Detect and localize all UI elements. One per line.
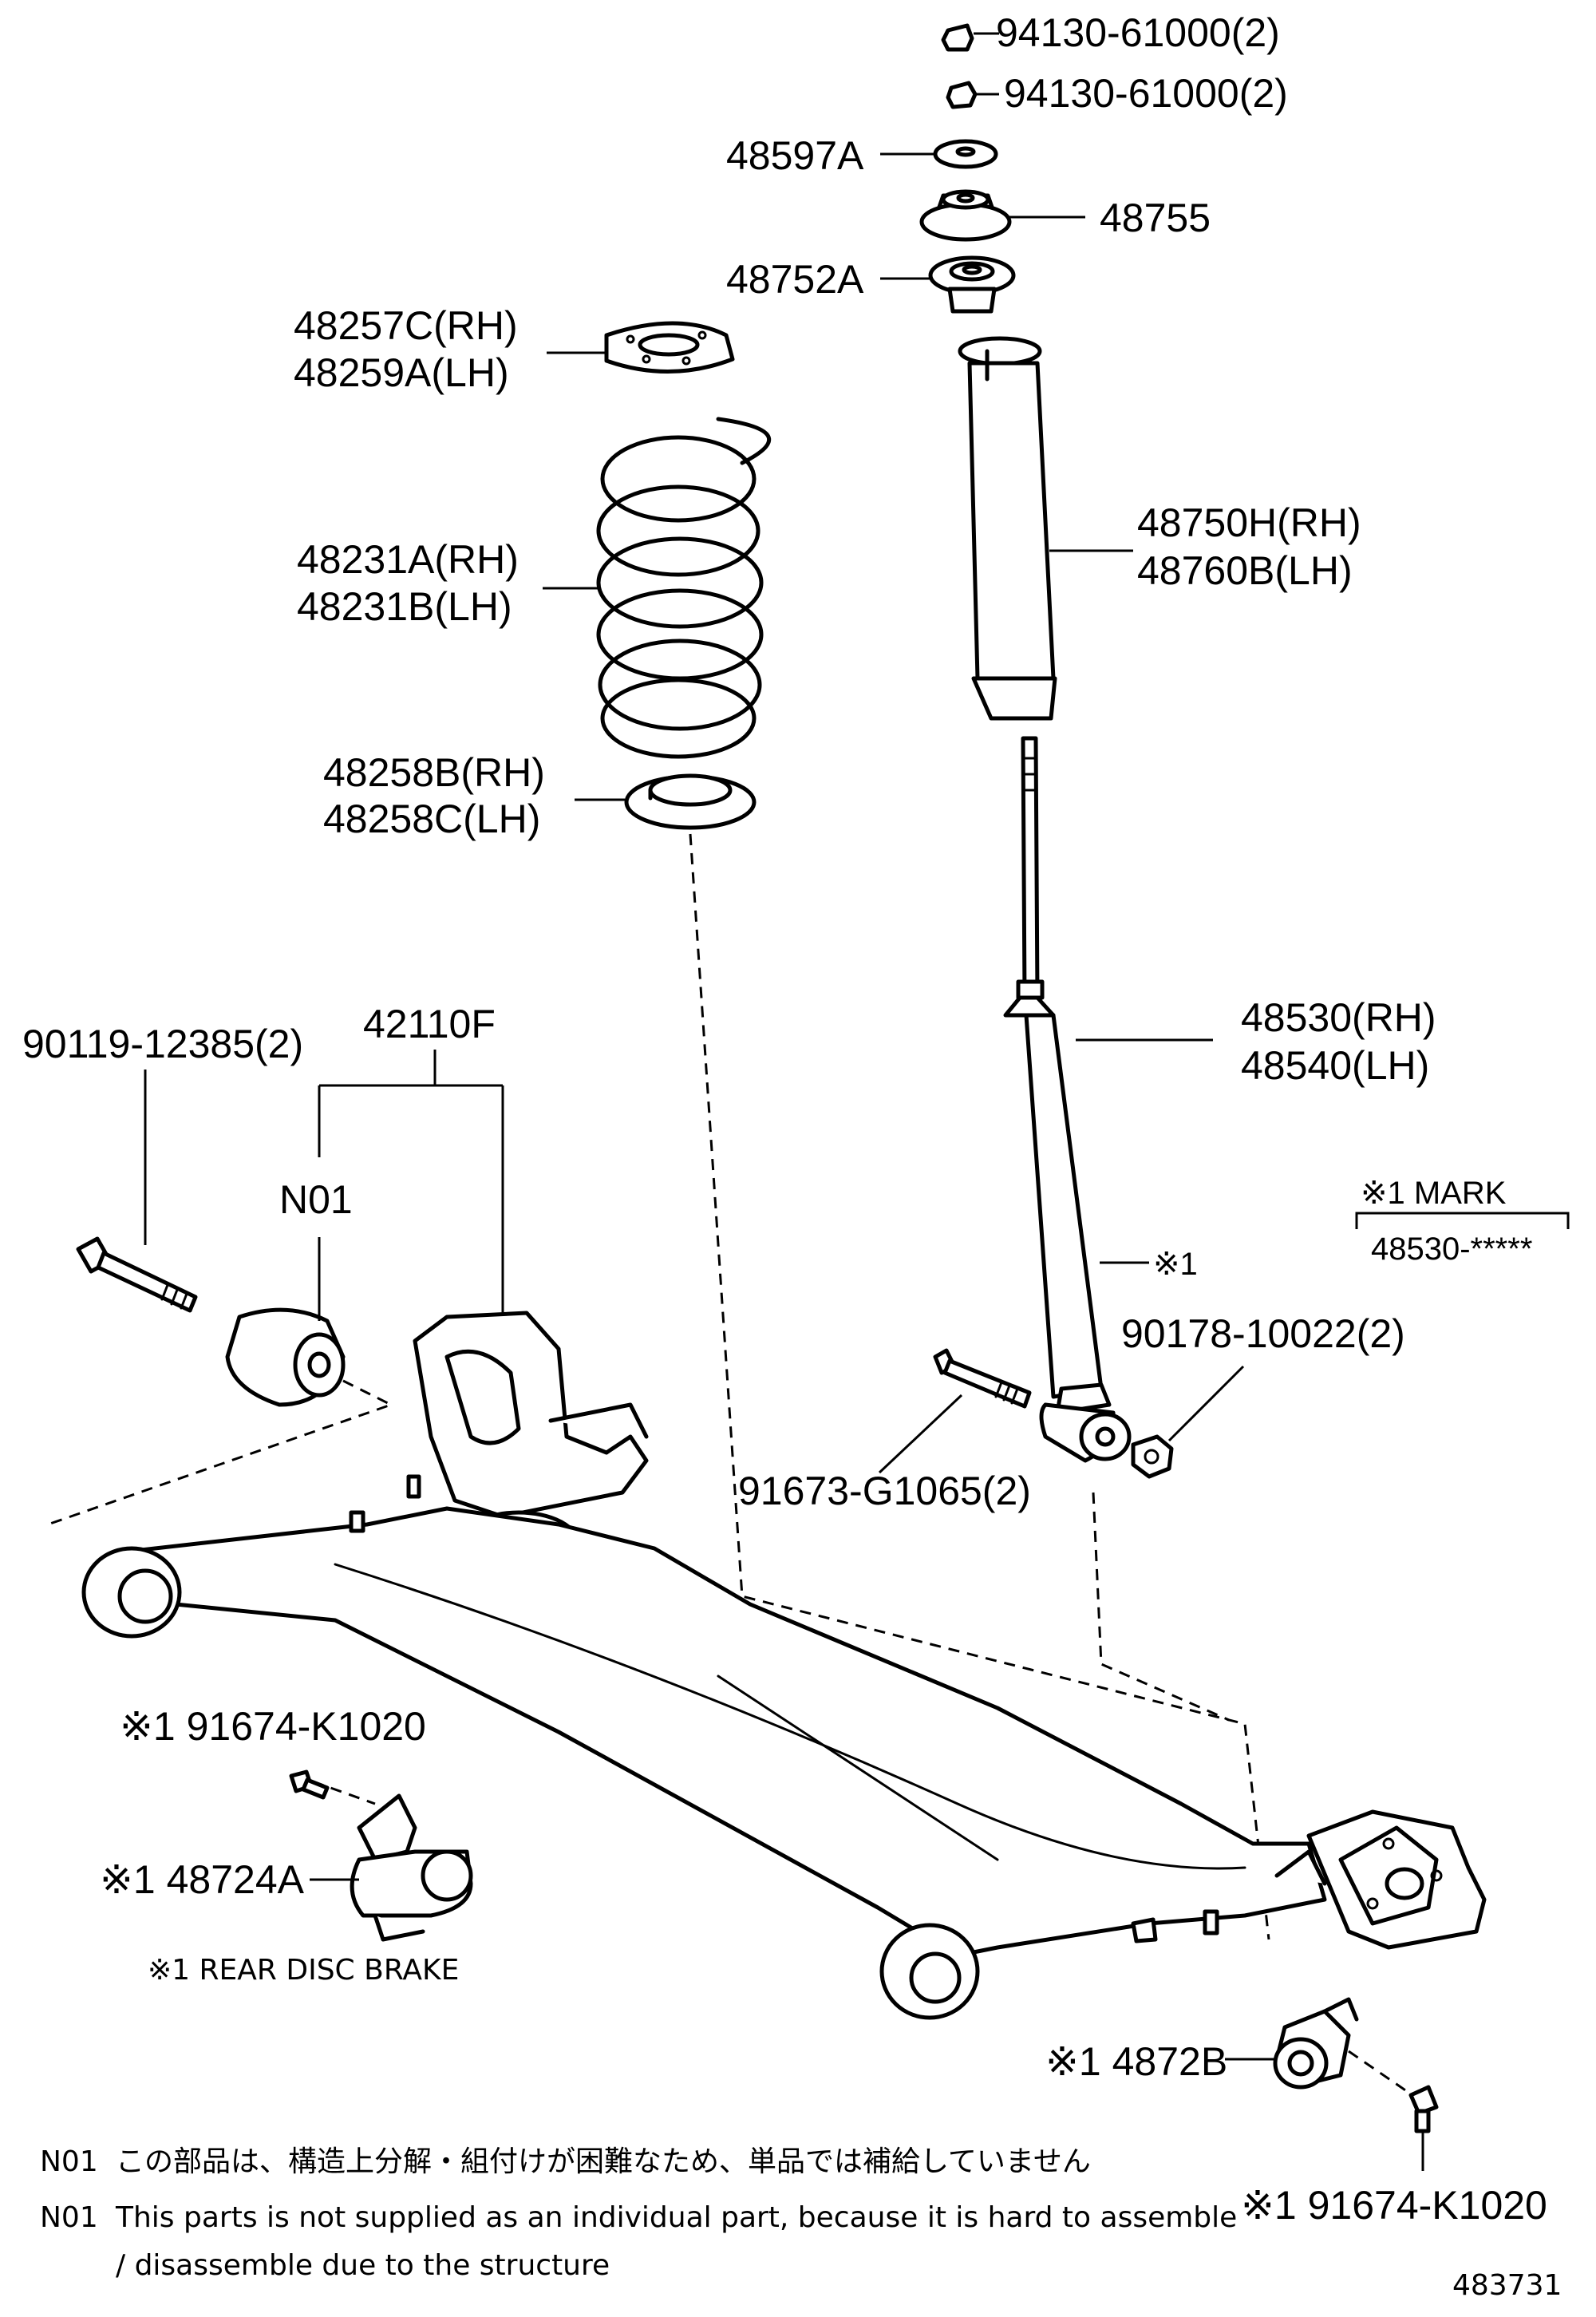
label-nut-top-2: 94130-61000(2): [1004, 71, 1288, 116]
label-absorber-rh: 48530(RH): [1241, 995, 1436, 1040]
label-lower-insulator-lh: 48258C(LH): [323, 797, 540, 841]
label-lower-bolt: 91673-G1065(2): [738, 1469, 1031, 1513]
bushing-icon: [225, 1307, 346, 1407]
label-left-bracket-bolt: ※1 91674-K1020: [120, 1704, 426, 1749]
note-rear-disc-brake: ※1 REAR DISC BRAKE: [148, 1954, 459, 1987]
label-bumper-rh: 48750H(RH): [1137, 500, 1361, 545]
note-n01-en-code: N01: [40, 2201, 98, 2234]
nut-top-2-icon: [946, 81, 978, 109]
label-coil-spring-lh: 48231B(LH): [297, 584, 512, 629]
label-mark-ref: ※1: [1153, 1247, 1198, 1282]
coil-spring-icon: [596, 417, 771, 759]
label-mark-code: 48530-*****: [1371, 1232, 1532, 1267]
label-mark-title: ※1 MARK: [1361, 1176, 1507, 1211]
shock-absorber-icon: [1003, 736, 1132, 1463]
label-lower-nut: 90178-10022(2): [1121, 1311, 1405, 1356]
right-bracket-icon: [1273, 1997, 1359, 2090]
left-bracket-icon: [350, 1793, 473, 1942]
cushion-icon: [919, 189, 1012, 242]
label-axle-beam: 42110F: [363, 1002, 496, 1046]
lower-bolt-icon: [933, 1348, 1032, 1409]
label-lower-insulator-rh: 48258B(RH): [323, 750, 545, 795]
label-coil-spring-rh: 48231A(RH): [297, 537, 519, 582]
label-left-bracket: ※1 48724A: [100, 1857, 305, 1902]
diagram-id: 483731: [1452, 2269, 1562, 2302]
lower-spring-insulator-icon: [624, 773, 757, 830]
upper-spring-insulator-icon: [604, 321, 735, 374]
label-nut-top-1: 94130-61000(2): [996, 10, 1280, 55]
note-n01-ja-code: N01: [40, 2145, 98, 2178]
label-bumper-lh: 48760B(LH): [1137, 548, 1353, 593]
right-bracket-bolt-icon: [1408, 2085, 1439, 2133]
nut-top-1-icon: [941, 23, 974, 52]
note-n01-ja-text: この部品は、構造上分解・組付けが困難なため、単品では補給していません: [116, 2145, 1091, 2178]
support-icon: [928, 255, 1016, 314]
label-n01-marker: N01: [279, 1177, 353, 1222]
label-washer: 48597A: [726, 133, 864, 178]
lower-nut-icon: [1131, 1434, 1174, 1479]
left-bracket-bolt-icon: [289, 1769, 330, 1800]
axle-bolt-icon: [76, 1236, 198, 1313]
washer-icon: [933, 139, 998, 169]
bumper-icon: [958, 336, 1057, 721]
note-n01-en-line2: / disassemble due to the structure: [116, 2249, 610, 2282]
label-cushion: 48755: [1100, 196, 1211, 240]
label-right-bracket-bolt: ※1 91674-K1020: [1241, 2183, 1547, 2228]
label-upper-insulator-rh: 48257C(RH): [294, 303, 518, 348]
label-upper-insulator-lh: 48259A(LH): [294, 350, 509, 395]
note-n01-en-line1: This parts is not supplied as an individ…: [115, 2201, 1237, 2234]
label-absorber-lh: 48540(LH): [1241, 1043, 1429, 1088]
label-axle-bolt: 90119-12385(2): [22, 1022, 303, 1066]
label-support: 48752A: [726, 257, 864, 302]
mark-box: [1355, 1212, 1570, 1229]
rear-axle-beam-icon: [81, 1311, 1487, 2020]
label-right-bracket: ※1 4872B: [1045, 2039, 1227, 2084]
